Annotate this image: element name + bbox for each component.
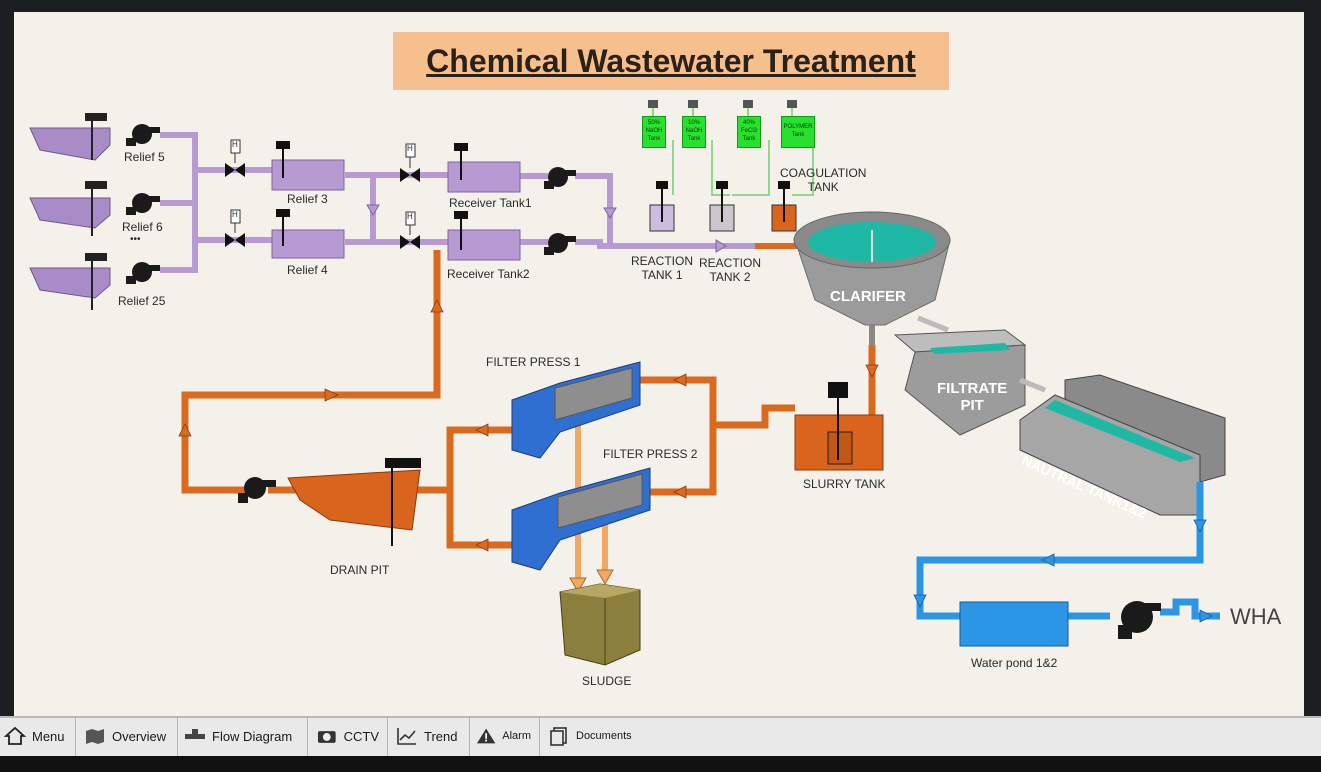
warning-icon <box>476 728 496 744</box>
slurry-tank <box>794 382 884 471</box>
nav-cctv-button[interactable]: CCTV <box>310 716 388 756</box>
valve-actuator-boxes <box>230 139 416 235</box>
chart-icon <box>397 728 416 745</box>
reaction-tanks <box>649 181 797 232</box>
label-water-pond: Water pond 1&2 <box>971 656 1058 670</box>
purple-valves <box>225 163 420 249</box>
chemical-tank-vents <box>648 100 797 108</box>
label-filtrate-pit: FILTRATE PIT <box>937 380 1008 414</box>
label-coagulation: COAGULATION TANK <box>780 166 867 194</box>
nav-trend-button[interactable]: Trend <box>390 716 470 756</box>
monitor-bezel <box>0 756 1321 772</box>
valve-h-label: H <box>407 144 413 153</box>
label-relief25: Relief 25 <box>118 294 166 308</box>
label-relief4: Relief 4 <box>287 263 328 277</box>
valve-h-label: H <box>232 210 238 219</box>
relief-agitators <box>85 113 107 310</box>
label-slurry-tank: SLURRY TANK <box>803 477 886 491</box>
blue-flow-arrows <box>913 519 1213 623</box>
receiver-pumps <box>544 167 576 255</box>
label-reaction2: REACTION TANK 2 <box>699 256 762 284</box>
home-icon <box>4 726 26 745</box>
label-wha: WHA <box>1230 604 1282 629</box>
purple-flow-arrows <box>366 204 727 253</box>
drain-pump <box>238 477 276 503</box>
drain-pit <box>287 458 421 546</box>
tank-agitators <box>276 141 468 250</box>
nav-alarm-button[interactable]: Alarm <box>472 716 540 756</box>
label-relief6: Relief 6 <box>122 220 163 234</box>
filter-presses <box>511 361 651 571</box>
label-dots: ••• <box>130 234 141 245</box>
neutral-tanks <box>1019 374 1226 516</box>
orange-flow-arrows <box>178 299 879 552</box>
valve-h-label: H <box>232 140 238 149</box>
chemical-feed-lines <box>652 108 814 196</box>
nav-overview-button[interactable]: Overview <box>78 716 178 756</box>
relief-pumps <box>126 124 160 284</box>
label-filter-press2: FILTER PRESS 2 <box>603 447 698 461</box>
clarifier-to-filtrate-pipe <box>917 315 949 333</box>
sludge-crate <box>559 583 641 666</box>
camera-icon <box>317 731 336 743</box>
water-pond-pump <box>1118 601 1161 639</box>
nav-bar <box>0 716 1321 758</box>
label-sludge: SLUDGE <box>582 674 632 688</box>
map-icon <box>86 729 104 744</box>
label-receiver2: Receiver Tank2 <box>447 267 530 281</box>
nav-flow-diagram-button[interactable]: Flow Diagram <box>180 716 308 756</box>
label-relief5: Relief 5 <box>124 150 165 164</box>
label-relief3: Relief 3 <box>287 192 328 206</box>
relief-hoppers <box>29 127 111 299</box>
page-title: Chemical Wastewater Treatment <box>426 43 916 79</box>
label-clarifier: CLARIFER <box>830 288 906 305</box>
filtrate-to-neutral-pipe <box>1019 377 1046 393</box>
sludge-drop-arrows <box>569 569 614 594</box>
water-pond <box>959 601 1069 647</box>
valve-h-label: H <box>407 212 413 221</box>
nav-documents-button[interactable]: Documents <box>542 716 642 756</box>
label-reaction1: REACTION TANK 1 <box>631 254 694 282</box>
title-banner: Chemical Wastewater Treatment <box>393 32 949 90</box>
nav-menu-button[interactable]: Menu <box>0 716 76 756</box>
documents-icon <box>550 727 567 746</box>
label-receiver1: Receiver Tank1 <box>449 196 532 210</box>
blue-pipes <box>916 482 1220 620</box>
pipe-icon <box>185 729 205 739</box>
label-drain-pit: DRAIN PIT <box>330 563 390 577</box>
clarifier-tank <box>793 211 951 345</box>
filtrate-pit <box>893 329 1027 436</box>
label-filter-press1: FILTER PRESS 1 <box>486 355 581 369</box>
